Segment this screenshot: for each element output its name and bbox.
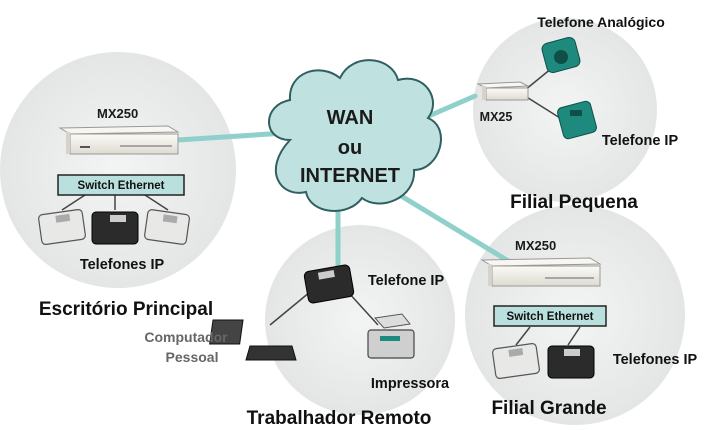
large-branch-switch: Switch Ethernet	[493, 305, 607, 327]
large-branch-device-label: MX250	[515, 238, 556, 253]
large-branch-phones-label: Telefones IP	[613, 352, 698, 368]
large-branch-links	[515, 326, 581, 346]
small-branch-ip-phone	[557, 100, 597, 140]
main-office-mx250-device	[58, 125, 180, 155]
main-office-switch-label: Switch Ethernet	[78, 180, 165, 192]
main-office-phones-label: Telefones IP	[80, 257, 165, 273]
printer	[367, 313, 415, 359]
main-office-switch: Switch Ethernet	[57, 174, 185, 196]
large-branch-switch-label: Switch Ethernet	[507, 311, 594, 323]
large-branch-ip-phone-1	[492, 343, 540, 379]
large-branch-mx250-device	[480, 257, 602, 287]
pc-label-line2: Pessoal	[166, 349, 219, 365]
cloud-text-line3: INTERNET	[300, 165, 400, 187]
laptop	[209, 319, 297, 361]
pc-label-line1: Computador	[144, 329, 228, 345]
small-branch-mx25-device	[476, 81, 530, 101]
large-branch-site-label: Filial Grande	[491, 398, 606, 419]
main-office-site-label: Escritório Principal	[39, 299, 213, 320]
main-office-ip-phone-3	[144, 209, 190, 245]
analog-phone-label: Telefone Analógico	[537, 14, 665, 30]
printer-label: Impressora	[371, 376, 450, 392]
remote-phone-label: Telefone IP	[368, 273, 445, 289]
small-branch-device-label: MX25	[480, 110, 513, 124]
remote-links	[269, 291, 379, 326]
small-branch-site-label: Filial Pequena	[510, 192, 638, 213]
main-office-ip-phone-1	[38, 209, 86, 245]
small-branch-ip-phone-label: Telefone IP	[602, 133, 679, 149]
main-office-device-label: MX250	[97, 106, 138, 121]
main-office-ip-phone-2	[91, 211, 139, 245]
remote-worker-site-label: Trabalhador Remoto	[247, 408, 432, 429]
remote-ip-phone	[303, 264, 355, 304]
main-office-links	[61, 194, 169, 211]
large-branch-ip-phone-2	[547, 345, 595, 379]
cloud-text-line1: WAN	[327, 107, 374, 129]
site-main-office-area	[0, 52, 236, 288]
cloud-text-line2: ou	[338, 137, 362, 159]
analog-phone	[541, 36, 581, 74]
wan-cloud: WAN ou INTERNET	[268, 59, 442, 212]
